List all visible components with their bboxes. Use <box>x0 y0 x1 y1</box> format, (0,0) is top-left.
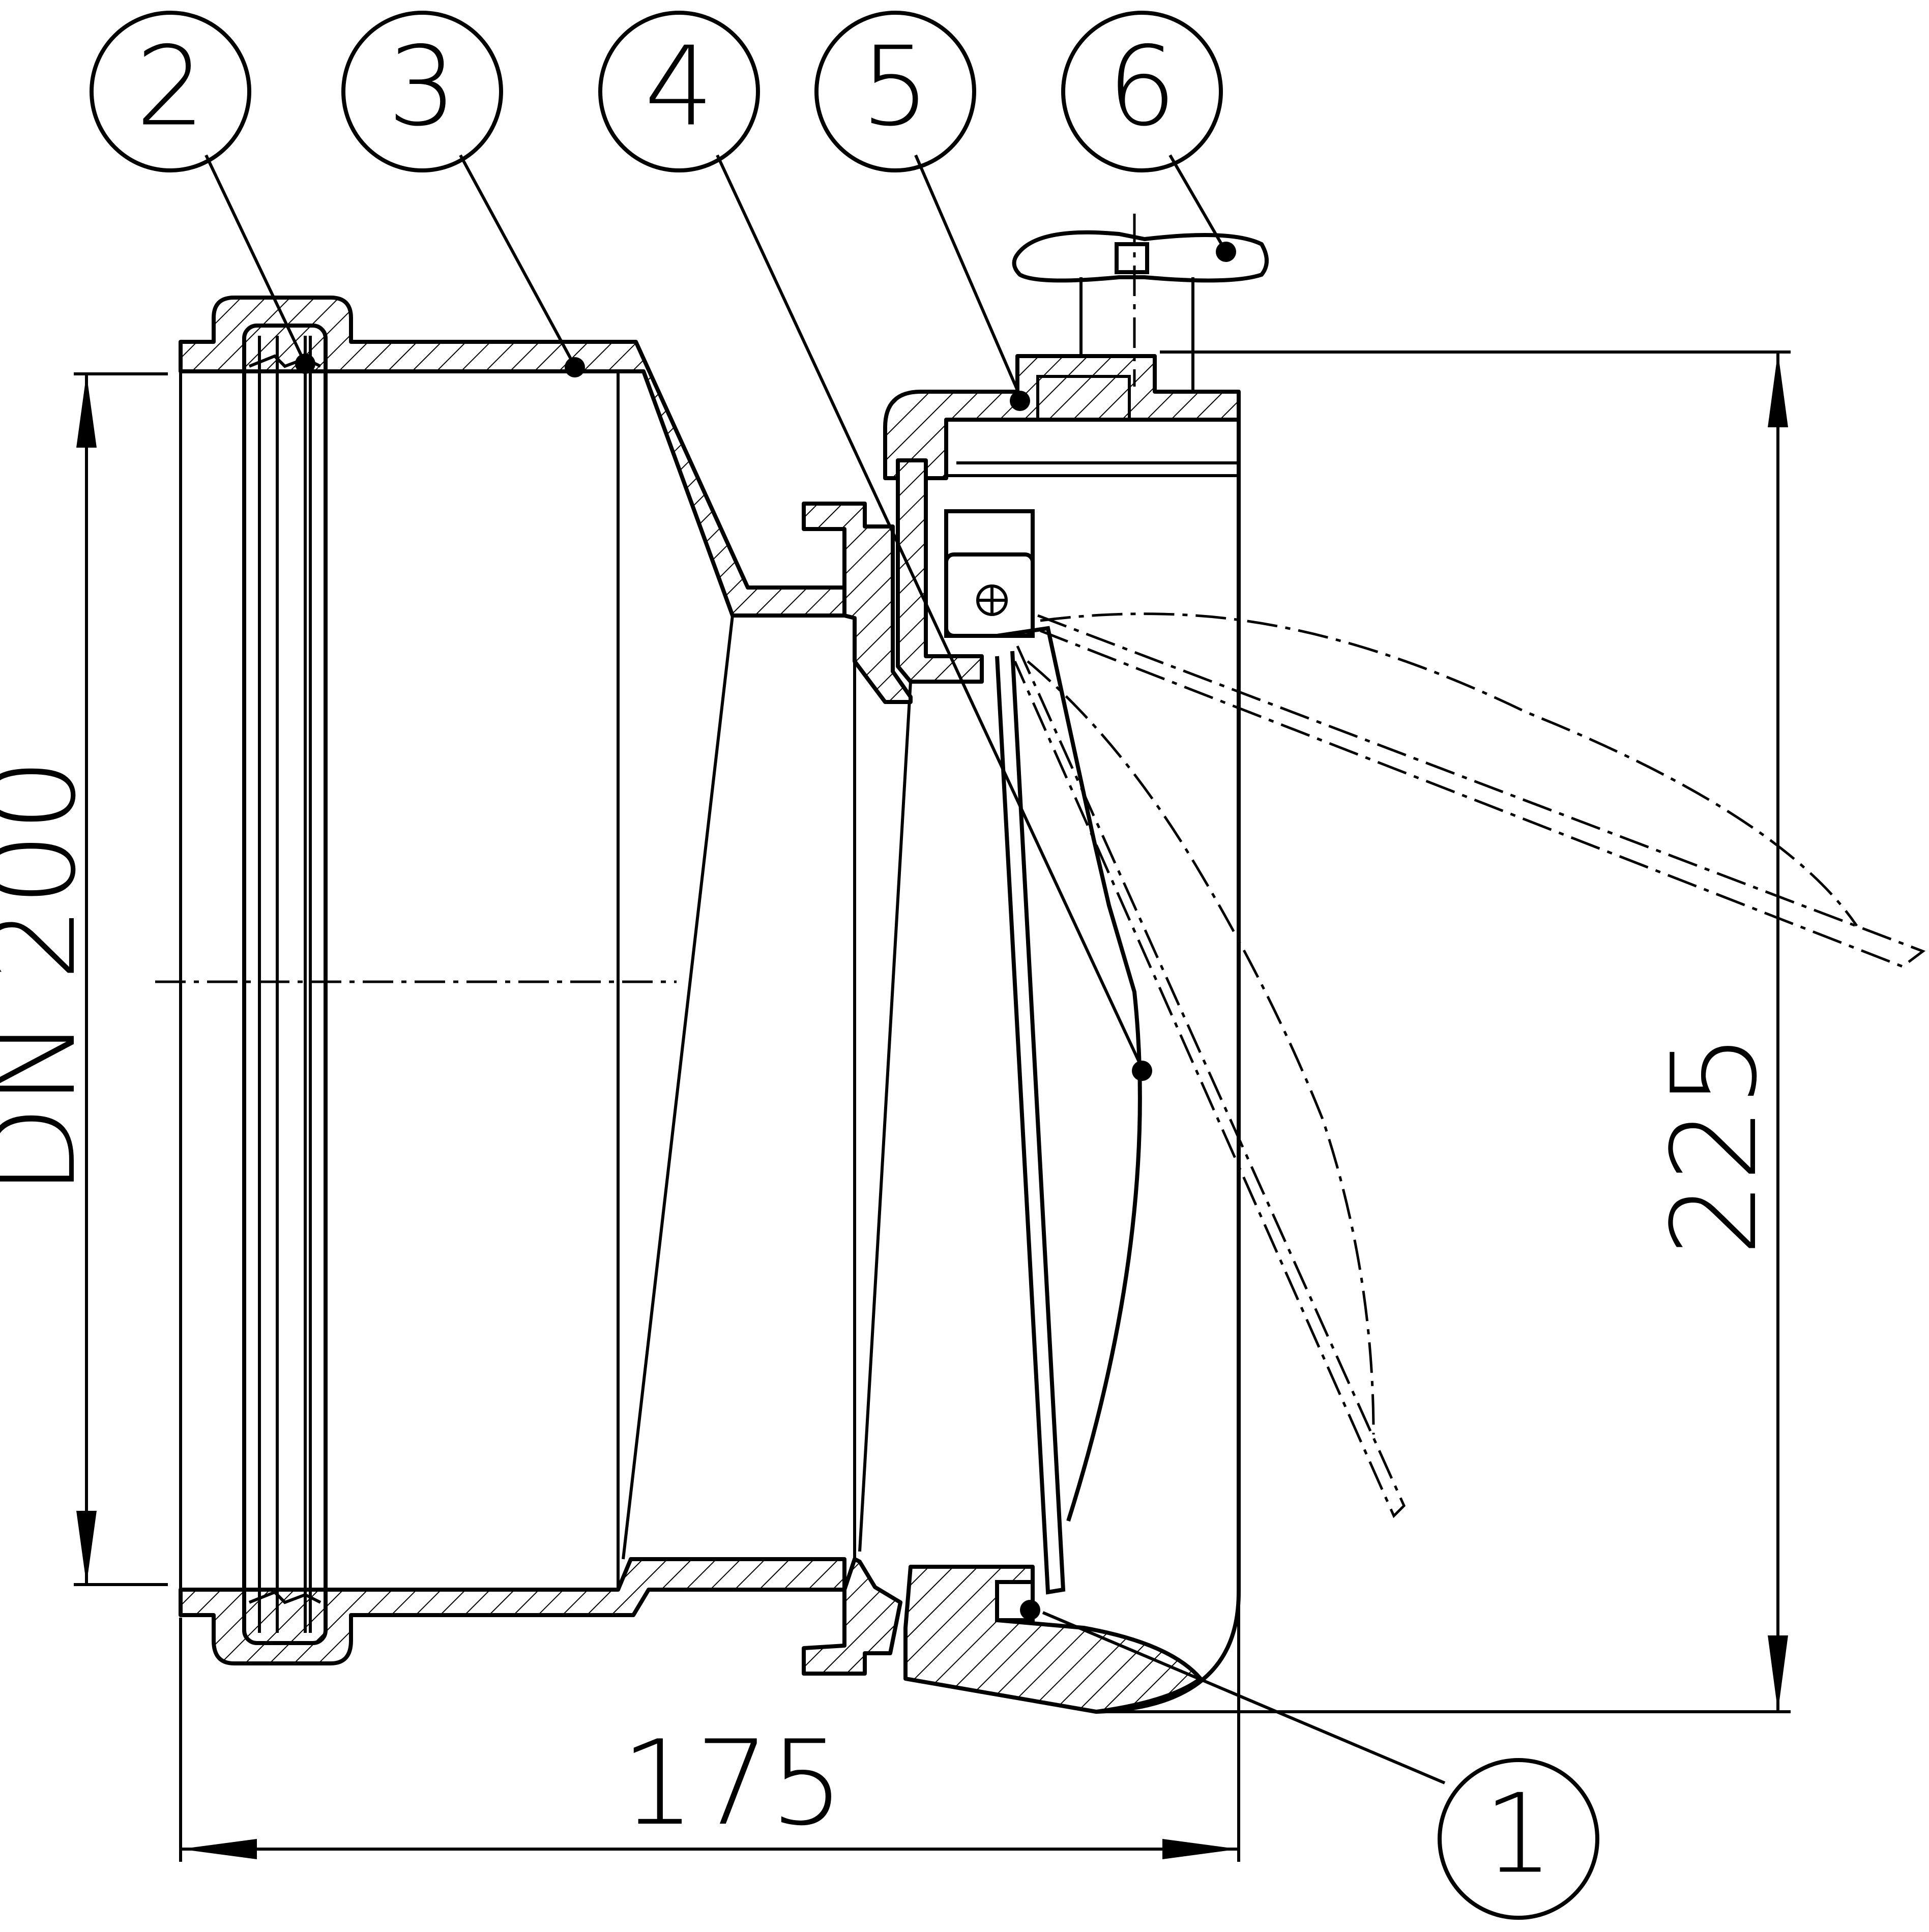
balloon-3-label: 3 <box>388 23 457 151</box>
leader-dots <box>295 242 1236 1620</box>
dimension-width-label: 175 <box>621 1716 844 1852</box>
valve-housing <box>853 354 1241 1714</box>
housing-top-flange <box>883 354 1241 480</box>
balloon-2: 2 <box>90 11 251 172</box>
hinge-block <box>896 458 984 684</box>
balloon-6: 6 <box>1061 11 1223 172</box>
backflow-flap <box>995 612 1926 1595</box>
balloon-2-label: 2 <box>136 23 206 151</box>
pipe-top-wall <box>179 296 846 618</box>
balloon-4-label: 4 <box>645 23 714 151</box>
coupling <box>802 502 1203 1714</box>
leader-lines <box>204 154 1446 1784</box>
balloon-3: 3 <box>341 11 503 172</box>
nominal-diameter-label: DN 200 <box>0 757 102 1195</box>
pipe-bottom-wall <box>179 1557 846 1665</box>
balloon-5: 5 <box>814 11 976 172</box>
coupling-bottom-seal <box>903 1565 1203 1714</box>
seal-ring <box>242 324 328 1645</box>
dimension-height-label: 225 <box>1647 1033 1783 1256</box>
coupling-bottom <box>802 1557 902 1676</box>
balloon-6-label: 6 <box>1107 23 1177 151</box>
handle-screw <box>1012 214 1269 392</box>
coupling-top <box>802 502 913 704</box>
balloon-1: 1 <box>1438 1758 1599 1920</box>
balloon-5-label: 5 <box>861 23 930 151</box>
dimension-lines <box>74 350 1791 1862</box>
balloon-1-label: 1 <box>1484 1770 1554 1898</box>
balloon-4: 4 <box>598 11 760 172</box>
